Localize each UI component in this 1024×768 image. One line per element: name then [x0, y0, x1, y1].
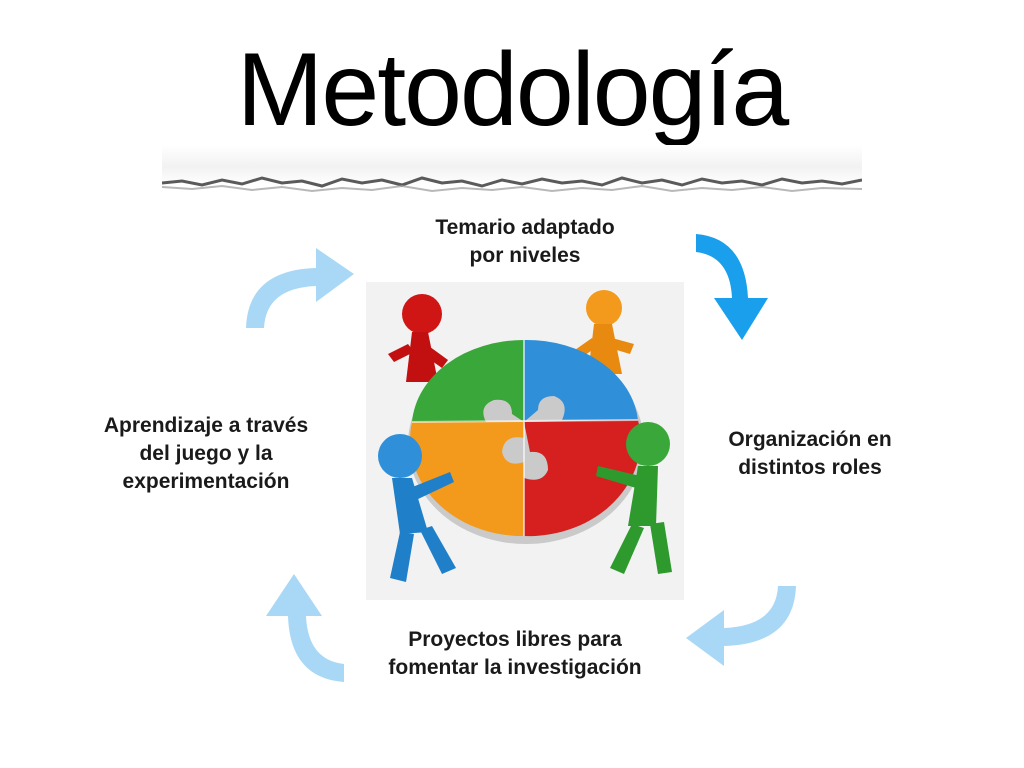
- step-bottom-line-2: fomentar la investigación: [388, 656, 642, 679]
- step-right-label: Organización en distintos roles: [690, 426, 930, 482]
- curved-arrow-up-icon: [266, 574, 344, 682]
- step-left-label: Aprendizaje a través del juego y la expe…: [76, 412, 336, 496]
- green-figure: [596, 422, 672, 574]
- step-left-line-3: experimentación: [122, 470, 290, 493]
- step-right-line-1: Organización en: [728, 428, 892, 451]
- orange-figure: [572, 290, 634, 374]
- step-bottom-line-1: Proyectos libres para: [408, 628, 622, 651]
- step-top-label: Temario adaptado por niveles: [400, 214, 650, 270]
- step-left-line-2: del juego y la: [139, 442, 273, 465]
- blue-figure: [378, 434, 456, 582]
- curved-arrow-right-icon: [246, 248, 354, 328]
- step-right-line-2: distintos roles: [738, 456, 882, 479]
- step-top-line-1: Temario adaptado: [435, 216, 615, 239]
- step-left-line-1: Aprendizaje a través: [103, 414, 309, 437]
- curved-arrow-down-icon: [696, 234, 768, 340]
- puzzle-team-illustration: [366, 282, 684, 600]
- red-figure: [388, 294, 448, 382]
- curved-arrow-left-icon: [686, 586, 796, 666]
- page-title: Metodología: [236, 32, 789, 148]
- step-bottom-label: Proyectos libres para fomentar la invest…: [350, 626, 680, 682]
- torn-paper-divider: [162, 145, 862, 193]
- puzzle-disk: [408, 339, 644, 544]
- step-top-line-2: por niveles: [469, 244, 581, 267]
